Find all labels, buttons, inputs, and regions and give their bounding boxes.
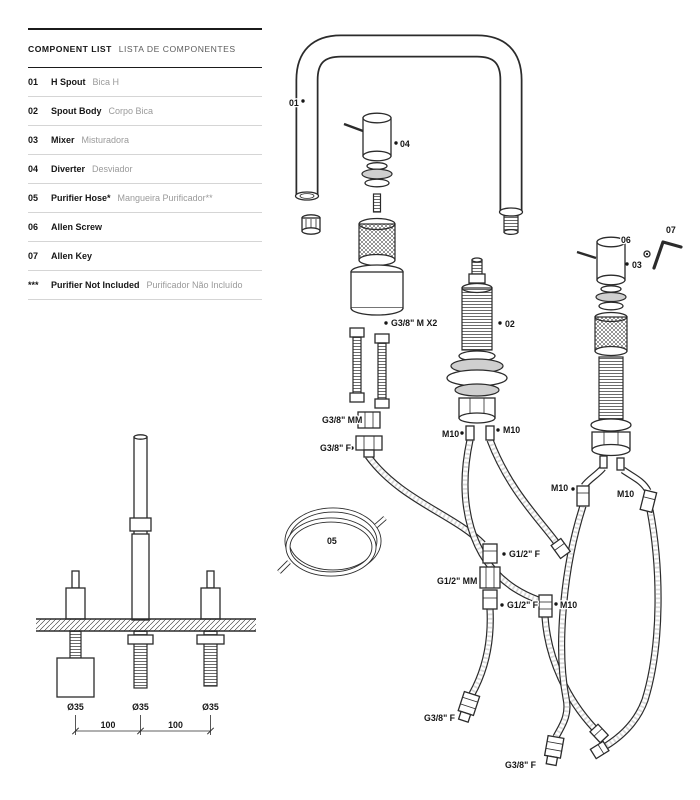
component-row-03: 03 Mixer Misturadora bbox=[28, 126, 262, 155]
fitting-label-g12f-a: G1/2" F bbox=[509, 549, 541, 559]
component-num: 01 bbox=[28, 77, 39, 87]
component-name-pt: Desviador bbox=[92, 164, 133, 174]
component-list-title: COMPONENT LIST LISTA DE COMPONENTES bbox=[28, 28, 262, 68]
part-label-03: 03 bbox=[632, 260, 642, 270]
aerator-part bbox=[301, 214, 321, 235]
fitting-label-g38mm: G3/8" MM bbox=[322, 415, 362, 425]
component-row-02: 02 Spout Body Corpo Bica bbox=[28, 97, 262, 126]
flexible-hoses bbox=[365, 438, 662, 750]
part-label-04: 04 bbox=[400, 139, 410, 149]
component-name-pt: Purificador Não Incluído bbox=[146, 280, 243, 290]
component-name-en: Diverter bbox=[51, 164, 86, 174]
component-row-01: 01 H Spout Bica H bbox=[28, 68, 262, 97]
component-list: COMPONENT LIST LISTA DE COMPONENTES 01 H… bbox=[28, 28, 262, 300]
dimension-spacing-left: 100 bbox=[101, 720, 116, 730]
component-row-07: 07 Allen Key bbox=[28, 242, 262, 271]
component-num: 06 bbox=[28, 222, 39, 232]
component-num: 02 bbox=[28, 106, 39, 116]
component-name-en: Allen Screw bbox=[51, 222, 103, 232]
part-label-01: 01 bbox=[289, 98, 299, 108]
fitting-label-g38f-a: G3/8" F bbox=[320, 443, 352, 453]
fitting-label-g38f-b: G3/8" F bbox=[424, 713, 456, 723]
part-label-07: 07 bbox=[666, 225, 676, 235]
component-list-title-pt: LISTA DE COMPONENTES bbox=[118, 44, 236, 54]
spout-body-part bbox=[446, 257, 508, 441]
component-name-pt: Bica H bbox=[92, 77, 120, 87]
dimension-diameter-left: Ø35 bbox=[67, 702, 84, 712]
allen-screw-part bbox=[643, 250, 651, 258]
component-name-pt: Corpo Bica bbox=[108, 106, 154, 116]
fitting-label-g38f-c: G3/8" F bbox=[505, 760, 537, 770]
diagram-labels: 01 04 02 03 06 07 05 G3/8" M X2 G3/8" MM… bbox=[66, 97, 677, 772]
component-name-en: H Spout bbox=[51, 77, 86, 87]
fitting-label-g38mx2: G3/8" M X2 bbox=[391, 318, 437, 328]
part-label-06: 06 bbox=[621, 235, 631, 245]
h-spout-part bbox=[294, 34, 524, 236]
component-row-04: 04 Diverter Desviador bbox=[28, 155, 262, 184]
component-list-title-en: COMPONENT LIST bbox=[28, 44, 112, 54]
component-num: 05 bbox=[28, 193, 39, 203]
allen-key-part bbox=[652, 240, 683, 270]
component-name-en: Spout Body bbox=[51, 106, 102, 116]
fitting-label-m10-e: M10 bbox=[617, 489, 634, 499]
component-num: *** bbox=[28, 280, 39, 290]
fitting-label-g12f-b: G1/2" F bbox=[507, 600, 539, 610]
dimension-diameter-right: Ø35 bbox=[202, 702, 219, 712]
component-name-en: Mixer bbox=[51, 135, 75, 145]
component-name-pt: Mangueira Purificador** bbox=[117, 193, 213, 203]
fitting-label-m10-c: M10 bbox=[560, 600, 577, 610]
component-name-en: Purifier Hose* bbox=[51, 193, 111, 203]
supply-nipples bbox=[349, 327, 390, 458]
component-name-pt: Misturadora bbox=[81, 135, 130, 145]
dimension-diameter-center: Ø35 bbox=[132, 702, 149, 712]
component-num: 04 bbox=[28, 164, 39, 174]
fitting-label-g12mm: G1/2" MM bbox=[437, 576, 477, 586]
component-name-en: Purifier Not Included bbox=[51, 280, 140, 290]
purifier-hose-coil bbox=[277, 507, 387, 577]
fitting-label-m10-d: M10 bbox=[551, 483, 568, 493]
mixer-part bbox=[576, 236, 632, 471]
dimension-spacing-right: 100 bbox=[168, 720, 183, 730]
fitting-label-m10-a: M10 bbox=[442, 429, 459, 439]
component-row-06: 06 Allen Screw bbox=[28, 213, 262, 242]
hose-connectors bbox=[457, 485, 658, 767]
component-num: 03 bbox=[28, 135, 39, 145]
part-label-02: 02 bbox=[505, 319, 515, 329]
part-label-05: 05 bbox=[327, 536, 337, 546]
component-row-05: 05 Purifier Hose* Mangueira Purificador*… bbox=[28, 184, 262, 213]
component-name-en: Allen Key bbox=[51, 251, 93, 261]
component-row-note: *** Purifier Not Included Purificador Nã… bbox=[28, 271, 262, 300]
component-num: 07 bbox=[28, 251, 39, 261]
fitting-label-m10-b: M10 bbox=[503, 425, 520, 435]
installation-drawing bbox=[36, 434, 256, 735]
diverter-part bbox=[343, 112, 404, 316]
